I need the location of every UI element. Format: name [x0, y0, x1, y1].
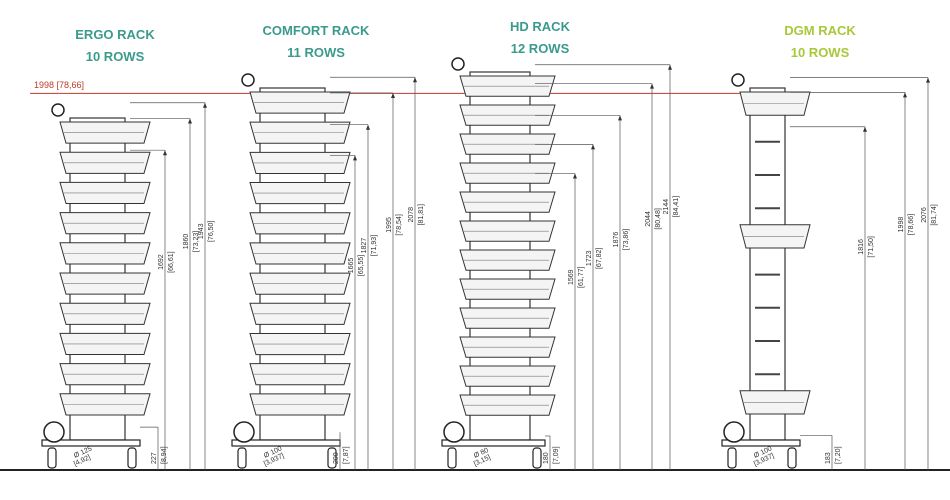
base-height-label: 180	[543, 452, 550, 464]
height-dim-inch-label: [81,81]	[418, 204, 425, 225]
rack-4: Ø 100[3,937]183[7,20]1816[71,50]1998[78,…	[721, 73, 938, 470]
height-dim-inch-label: [84,41]	[673, 196, 680, 217]
rack-bumper-wheel-icon	[233, 421, 255, 443]
height-dim-label: 1995	[386, 217, 393, 233]
height-dim-label: 1665	[348, 258, 355, 274]
height-dim-inch-label: [80,48]	[655, 208, 662, 229]
rack-base	[721, 439, 801, 447]
dim-arrow-icon	[366, 124, 370, 130]
rack-bumper-wheel-icon	[43, 421, 65, 443]
caster-wheel-icon	[327, 447, 337, 469]
rack-3: Ø 80[3,15]180[7,09]1569[61,77]1723[67,82…	[441, 57, 680, 470]
height-dim-inch-label: [73,86]	[623, 229, 630, 250]
dim-arrow-icon	[353, 155, 357, 161]
hd-rack-title: HD RACK 12 ROWS	[470, 16, 610, 60]
base-height-inch-label: [7,87]	[343, 446, 350, 464]
dim-arrow-icon	[163, 150, 167, 156]
base-height-label: 183	[825, 452, 832, 464]
height-dim-label: 1692	[158, 254, 165, 270]
hd-rack-name: HD RACK	[510, 19, 570, 34]
base-height-inch-label: [8,94]	[161, 446, 168, 464]
dim-arrow-icon	[650, 83, 654, 89]
height-dim-inch-label: [76,50]	[208, 221, 215, 242]
caster-wheel-icon	[787, 447, 797, 469]
comfort-rack-title: COMFORT RACK 11 ROWS	[246, 20, 386, 64]
rack-base	[41, 439, 141, 447]
height-dim-inch-label: [71,50]	[868, 236, 875, 257]
height-dim-label: 1860	[183, 234, 190, 250]
comfort-rack-rows: 11 ROWS	[287, 45, 345, 60]
dim-arrow-icon	[188, 118, 192, 124]
height-dim-label: 2076	[921, 207, 928, 223]
rack-bumper-wheel-icon	[443, 421, 465, 443]
rack-base	[441, 439, 546, 447]
rack-2: Ø 100[3,937]200[7,87]1665[65,55]1827[71,…	[231, 73, 425, 470]
rack-handle-icon	[451, 57, 465, 71]
height-dim-inch-label: [71,93]	[371, 235, 378, 256]
dim-arrow-icon	[391, 92, 395, 98]
dim-arrow-icon	[903, 92, 907, 98]
height-dim-inch-label: [78,66]	[908, 214, 915, 235]
height-dim-inch-label: [81,74]	[931, 204, 938, 225]
height-dim-inch-label: [78,54]	[396, 214, 403, 235]
ergo-rack-title: ERGO RACK 10 ROWS	[45, 24, 185, 68]
base-height-inch-label: [7,09]	[553, 446, 560, 464]
dim-arrow-icon	[413, 77, 417, 83]
height-dim-label: 1816	[858, 239, 865, 255]
height-dim-label: 1569	[568, 269, 575, 285]
dim-arrow-icon	[668, 64, 672, 70]
rack-handle-icon	[731, 73, 745, 87]
caster-wheel-icon	[447, 447, 457, 469]
height-dim-label: 2078	[408, 207, 415, 223]
caster-wheel-icon	[127, 447, 137, 469]
height-dim-inch-label: [65,55]	[358, 255, 365, 276]
hd-rack-rows: 12 ROWS	[510, 41, 570, 56]
dgm-rack-rows: 10 ROWS	[790, 45, 850, 60]
height-dim-inch-label: [61,77]	[578, 266, 585, 287]
caster-wheel-icon	[532, 447, 542, 469]
base-height-inch-label: [7,20]	[835, 446, 842, 464]
base-height-label: 227	[151, 452, 158, 464]
dim-arrow-icon	[573, 173, 577, 179]
dgm-rack-title: DGM RACK 10 ROWS	[750, 20, 890, 64]
rack-handle-icon	[241, 73, 255, 87]
dim-arrow-icon	[863, 126, 867, 132]
dim-arrow-icon	[203, 102, 207, 108]
caster-wheel-icon	[727, 447, 737, 469]
base-height-label: 200	[333, 452, 340, 464]
height-dim-label: 2144	[663, 199, 670, 215]
height-dim-label: 1827	[361, 238, 368, 254]
dim-arrow-icon	[591, 144, 595, 150]
caster-wheel-icon	[237, 447, 247, 469]
height-dim-label: 1876	[613, 232, 620, 248]
dim-arrow-icon	[618, 115, 622, 121]
height-dim-label: 2044	[645, 211, 652, 227]
height-dim-inch-label: [66,61]	[168, 251, 175, 272]
dgm-rack-name: DGM RACK	[784, 23, 856, 38]
dim-arrow-icon	[926, 77, 930, 83]
height-dim-label: 1998	[898, 217, 905, 233]
height-dim-inch-label: [67,82]	[596, 248, 603, 269]
ergo-rack-name: ERGO RACK	[75, 27, 155, 42]
ergo-rack-rows: 10 ROWS	[85, 49, 145, 64]
height-dim-inch-label: [73,23]	[193, 231, 200, 252]
height-dim-label: 1943	[198, 223, 205, 239]
rack-1: Ø 125[4,92]227[8,94]1692[66,61]1860[73,2…	[41, 102, 215, 470]
rack-bumper-wheel-icon	[723, 421, 745, 443]
rack-handle-icon	[51, 103, 65, 117]
caster-wheel-icon	[47, 447, 57, 469]
reference-height-label: 1998 [78,66]	[34, 80, 85, 90]
comfort-rack-name: COMFORT RACK	[262, 23, 370, 38]
height-dim-label: 1723	[586, 250, 593, 266]
